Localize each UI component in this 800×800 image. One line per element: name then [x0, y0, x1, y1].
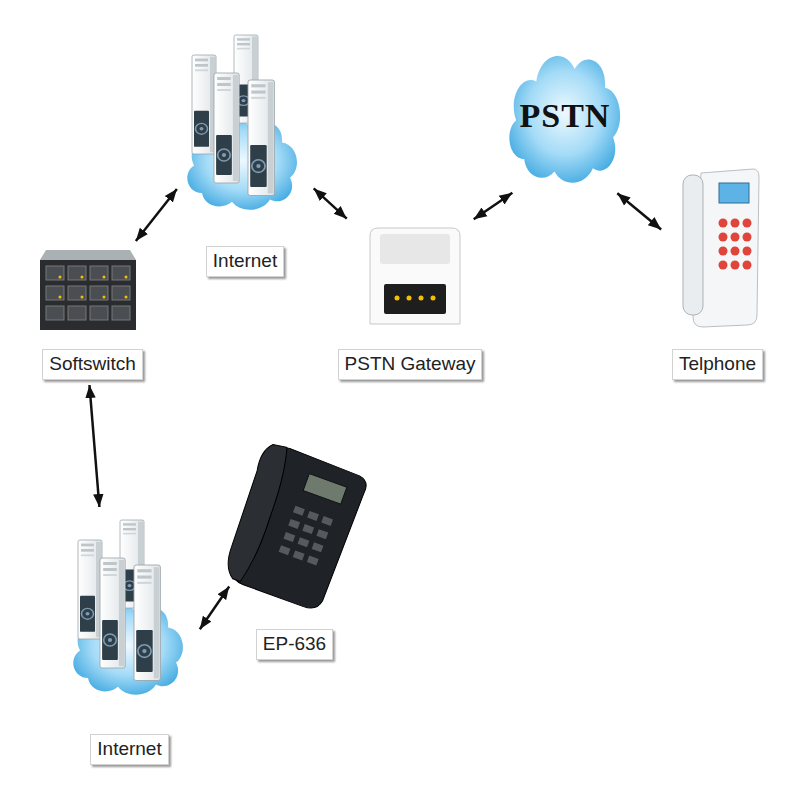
- cloud-label: PSTN: [520, 99, 611, 133]
- node-label: Softswitch: [42, 349, 143, 380]
- node-label: PSTN Gateway: [338, 349, 483, 380]
- connector-arrow: [474, 193, 513, 219]
- connector-arrow: [136, 189, 177, 241]
- ip-phone-icon: [218, 440, 370, 613]
- connector-arrow: [200, 586, 229, 629]
- connector-arrow: [314, 188, 347, 218]
- telephone-icon: [683, 169, 759, 327]
- gateway-node: PSTN Gateway: [336, 222, 485, 380]
- gateway-icon: [370, 228, 460, 324]
- telephone-node: Telphone: [665, 160, 770, 380]
- pstn-cloud: PSTN: [504, 35, 625, 190]
- server-cloud-icon: [187, 35, 297, 210]
- node-label: Internet: [90, 734, 168, 765]
- network-cloud: Internet: [180, 35, 310, 277]
- ip-phone-node: EP-636: [232, 450, 357, 660]
- node-label: EP-636: [256, 629, 333, 660]
- connector-arrow: [89, 385, 99, 507]
- node-label: Telphone: [672, 349, 763, 380]
- softswitch-node: Softswitch: [35, 245, 150, 380]
- softswitch-icon: [40, 250, 136, 330]
- connector-arrow: [617, 193, 661, 229]
- node-label: Internet: [206, 246, 284, 277]
- server-cloud-icon: [73, 520, 183, 695]
- network-cloud: Internet: [62, 512, 197, 765]
- cloud-outline-path: [510, 56, 621, 183]
